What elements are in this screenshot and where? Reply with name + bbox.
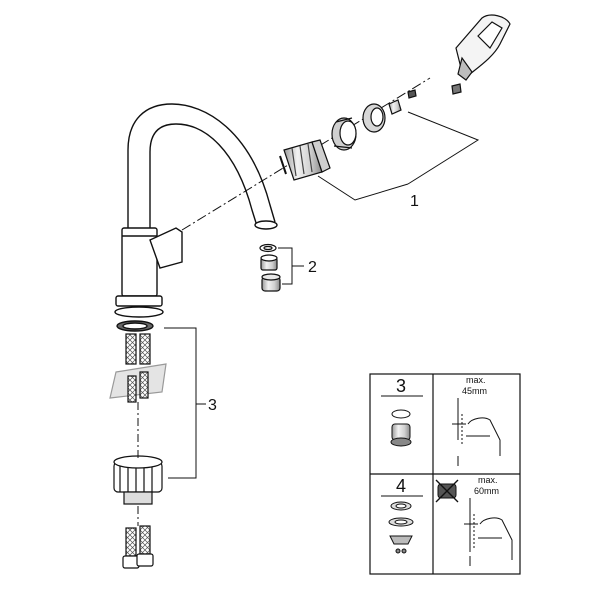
seal-ring-icon [390,409,412,447]
max-45-value: 45mm [462,386,487,396]
max-60-label: max. [478,475,498,485]
aerator-icon [259,243,281,292]
max-45-label: max. [466,375,486,385]
washer-set-icon [388,501,414,554]
callout-3-bracket [164,327,206,479]
callout-3-label: 3 [208,397,217,414]
spec-cell-3-number: 3 [396,376,406,396]
callout-1-leader [317,111,480,201]
callout-2-label: 2 [308,259,317,276]
countertop-60-icon [464,498,513,566]
max-60-value: 60mm [474,486,499,496]
callout-1-label: 1 [410,193,419,210]
countertop-45-icon [452,398,501,466]
spec-box: 3 max. 45mm 4 [369,373,521,575]
cartridge-icon [279,14,511,181]
supply-hose-icon [109,333,167,569]
faucet-spout-icon [114,103,278,332]
callout-2-bracket [278,247,304,285]
spec-cell-4-number: 4 [396,476,406,496]
crossed-nut-icon [435,479,459,503]
